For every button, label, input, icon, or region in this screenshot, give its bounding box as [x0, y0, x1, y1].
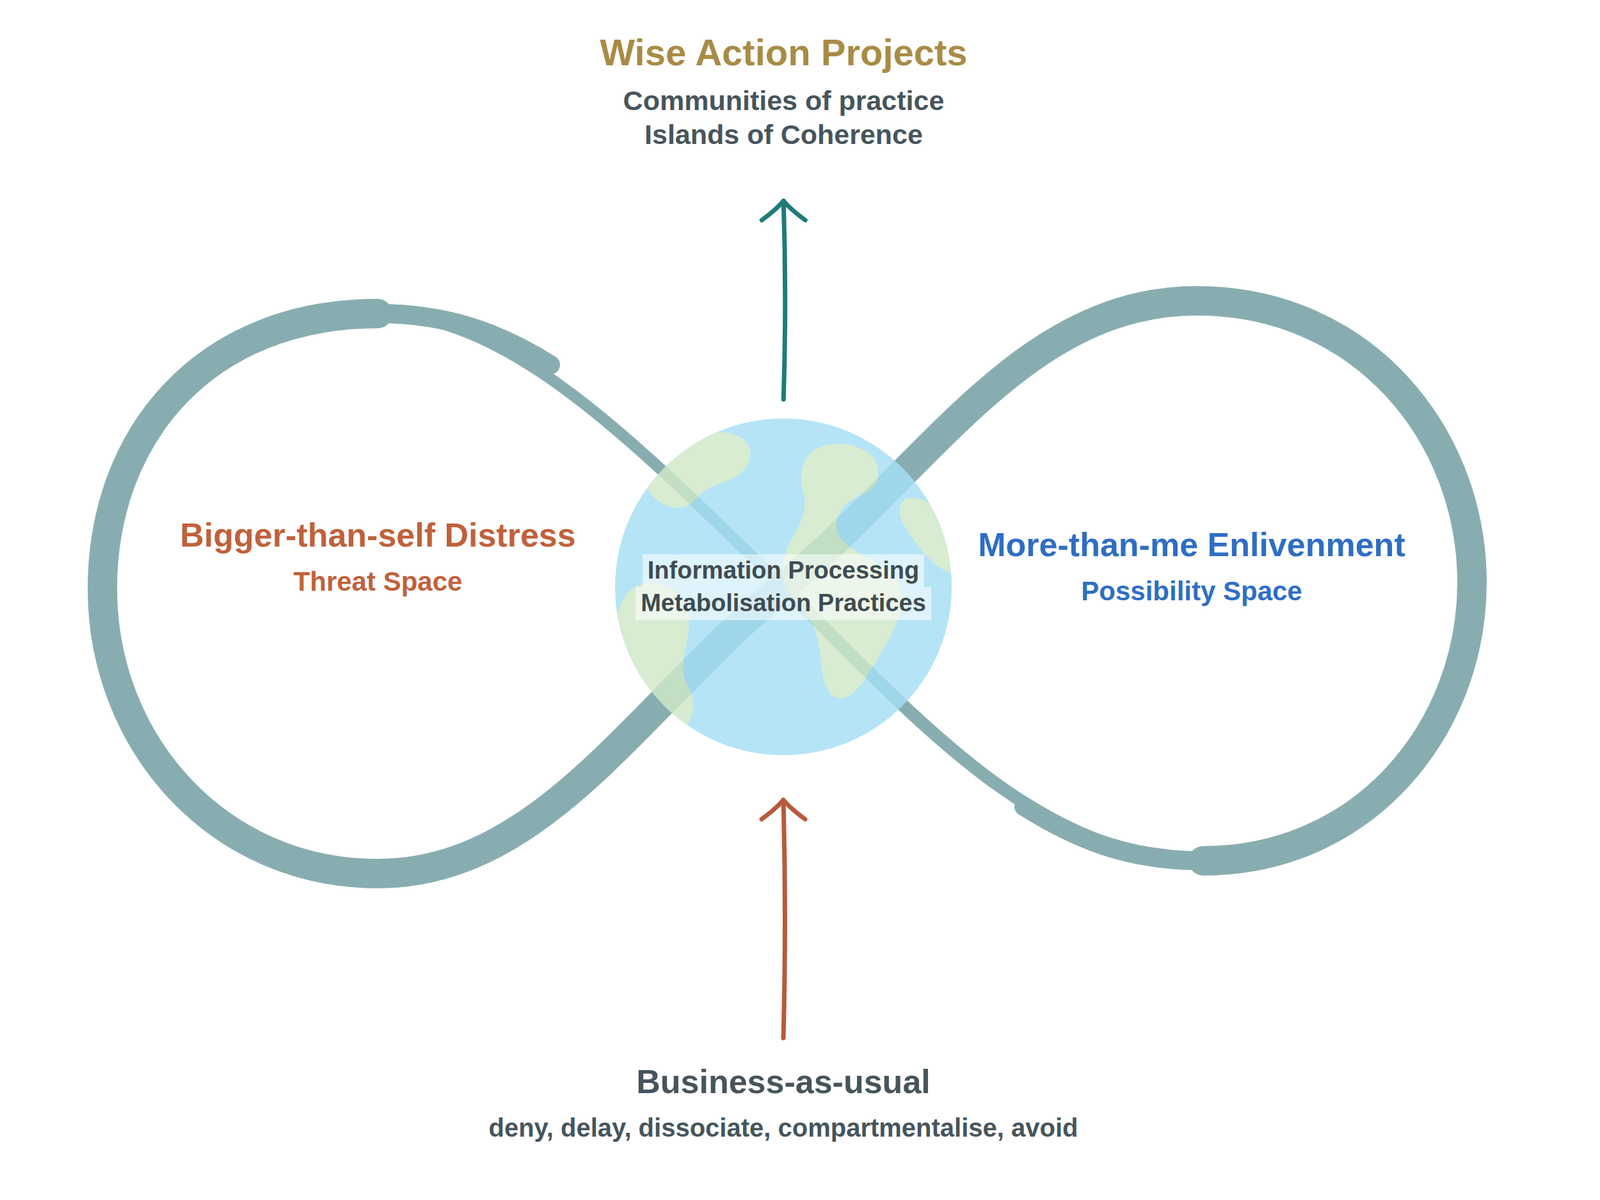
band-thick: [102, 300, 1472, 874]
globe-circle: Information ProcessingMetabolisation Pra…: [615, 418, 952, 756]
title-text: Business-as-usual: [636, 1061, 931, 1103]
land: [641, 432, 751, 508]
infinity-band: [102, 300, 1472, 874]
arrow-shaft: [783, 800, 786, 1039]
subtitle-text: Communities of practice: [623, 83, 945, 119]
band-thin-left-taper: [377, 313, 551, 365]
region-title: More-than-me Enlivenment: [977, 524, 1405, 566]
outcome-heading: Wise Action ProjectsCommunities of pract…: [592, 25, 976, 157]
flow-arrow: [761, 800, 806, 1039]
starting-point-heading: Business-as-usual deny, delay, dissociate…: [480, 1057, 1087, 1148]
ocean: [615, 418, 952, 756]
subtitle-text: Islands of Coherence: [644, 117, 923, 153]
arrow-head: [761, 800, 806, 820]
region-title: Bigger-than-self Distress: [179, 514, 576, 557]
arrow-shaft: [783, 200, 786, 400]
title-text: Wise Action Projects: [599, 29, 968, 77]
globe-label: Metabolisation Practices: [635, 586, 932, 621]
flow-arrow: [761, 200, 806, 400]
threat-space-region: Bigger-than-self DistressThreat Space: [172, 510, 584, 603]
band-thin-right-taper: [1024, 806, 1204, 861]
arrow-head: [761, 200, 806, 221]
subtitle-text: deny, delay, dissociate, compartmentalis…: [488, 1111, 1078, 1144]
globe-label: Information Processing: [642, 554, 925, 588]
continents: [615, 432, 952, 732]
region-subtitle: Possibility Space: [1080, 574, 1302, 609]
possibility-space-region: More-than-me EnlivenmentPossibility Spac…: [970, 520, 1414, 613]
region-subtitle: Threat Space: [293, 565, 463, 600]
